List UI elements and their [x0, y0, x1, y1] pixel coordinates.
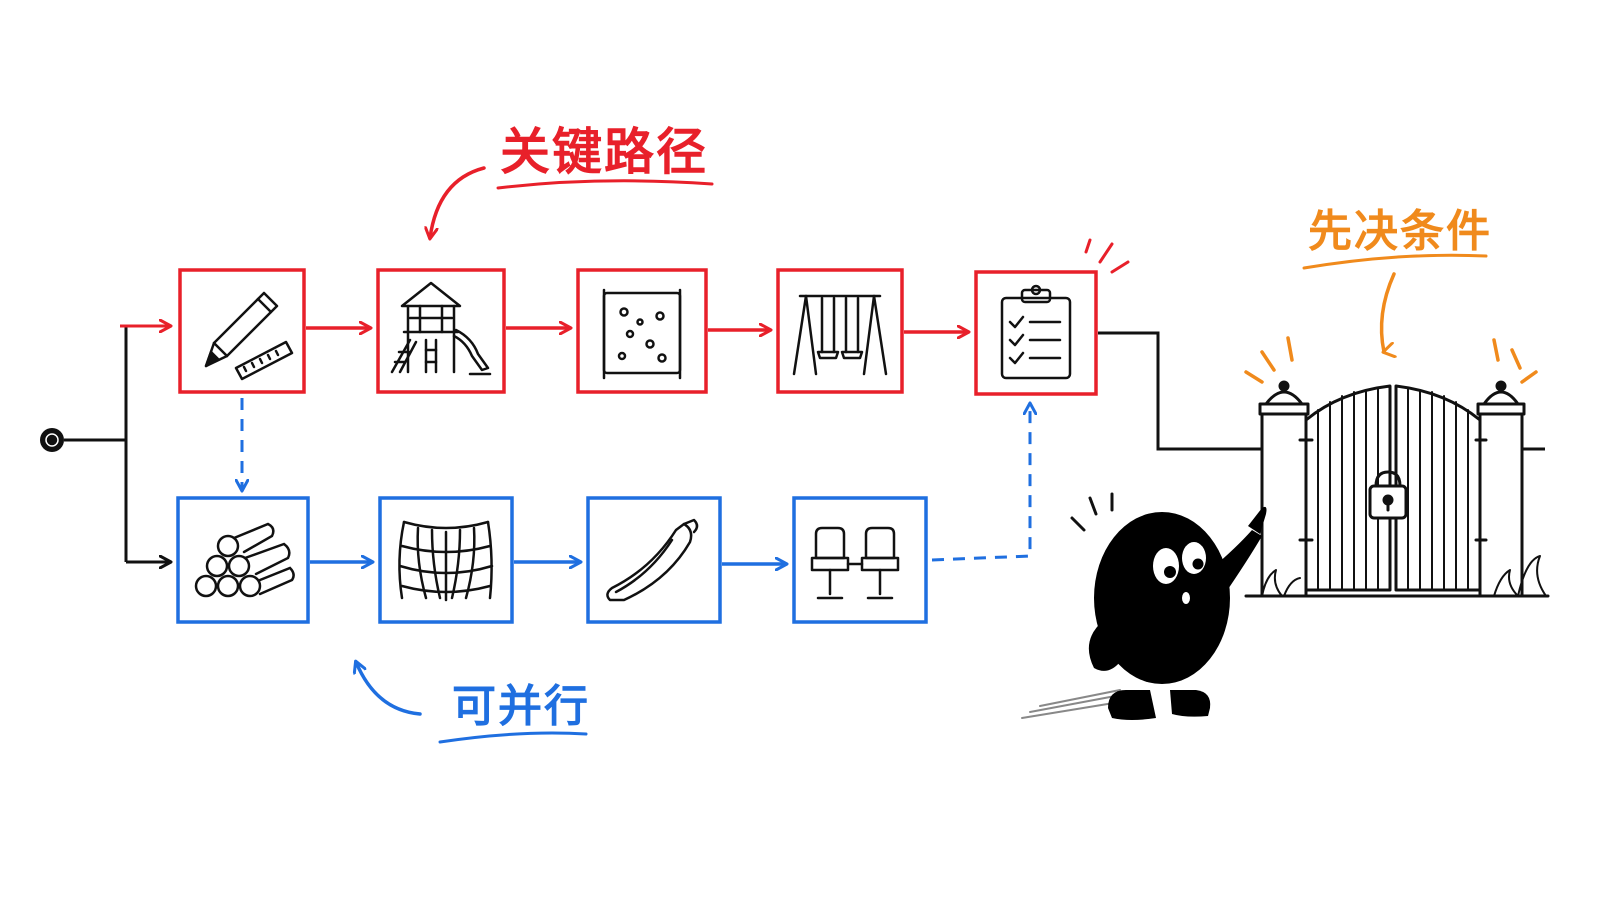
parallel-pointer-arrow [356, 662, 422, 716]
start-node-icon [40, 428, 64, 452]
log-pile-icon [194, 522, 295, 598]
critical-path-annotation [430, 166, 714, 238]
dependency-arrow-merge [931, 404, 1030, 562]
prerequisite-underline [1302, 253, 1488, 270]
parallel-task-1 [176, 496, 310, 624]
alert-marks [1084, 238, 1130, 274]
play-tower-slide-icon [390, 281, 492, 376]
parallel-annotation [356, 662, 588, 744]
critical-task-box [178, 268, 306, 394]
swing-set-icon [792, 294, 888, 376]
critical-task-box [974, 270, 1098, 396]
parallel-task-3 [586, 496, 722, 624]
critical-underline [496, 179, 714, 190]
climbing-net-icon [398, 520, 494, 602]
climbing-wall-icon [602, 288, 682, 380]
critical-task-box [576, 268, 708, 394]
critical-task-5 [974, 238, 1130, 396]
critical-path-row [178, 238, 1130, 396]
critical-task-2 [376, 268, 506, 394]
parallel-task-2 [378, 496, 514, 624]
critical-path-label: 关键路径 [500, 123, 708, 181]
parallel-underline [438, 731, 588, 744]
critical-pointer-arrow [430, 166, 486, 238]
start-node [40, 326, 170, 562]
slide-icon [606, 518, 699, 602]
parallel-task-box [176, 496, 310, 624]
output-line [1098, 331, 1262, 451]
prerequisite-annotation [1244, 253, 1538, 384]
parallel-task-box [792, 496, 928, 624]
surprise-marks [1070, 492, 1114, 532]
critical-task-3 [576, 268, 708, 394]
inspection-checklist-icon [1000, 284, 1072, 380]
critical-task-4 [776, 268, 904, 394]
parallel-task-4 [792, 496, 928, 624]
critical-task-1 [178, 268, 306, 394]
critical-task-box [776, 268, 904, 394]
gate-glow-marks [1244, 336, 1538, 384]
prerequisite-pointer-arrow [1379, 272, 1394, 352]
pointing-character-icon [1021, 492, 1267, 720]
parallel-task-box [586, 496, 722, 624]
bench-seats-icon [810, 526, 900, 600]
prerequisite-label: 先决条件 [1308, 206, 1492, 257]
parallel-label: 可并行 [452, 681, 590, 732]
pencil-ruler-icon [204, 291, 294, 381]
parallel-row [176, 398, 1030, 624]
locked-gate-icon [1244, 380, 1550, 598]
